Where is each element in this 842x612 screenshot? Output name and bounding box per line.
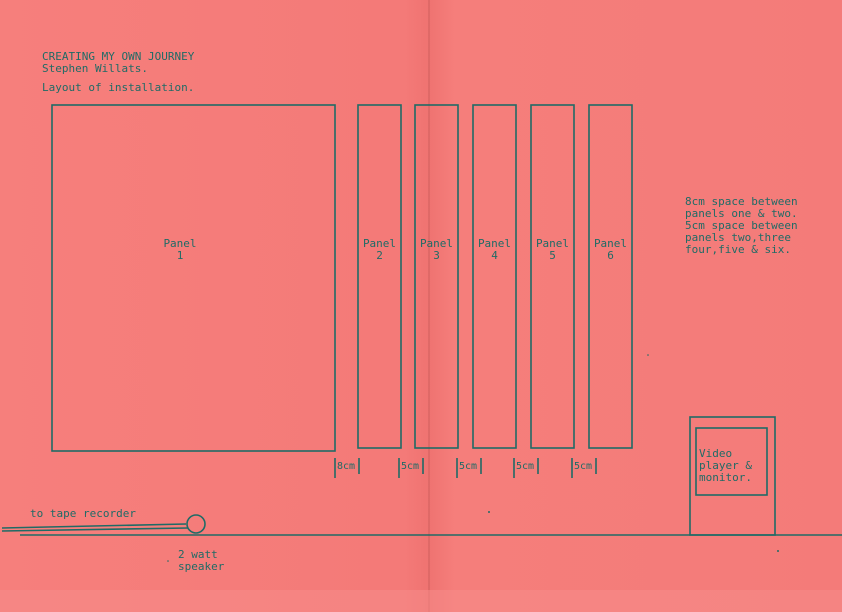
speaker-circle <box>186 514 206 534</box>
paper-bottom-edge <box>0 590 842 612</box>
speaker-label-line-1: 2 watt <box>178 548 218 561</box>
panel-6-number: 6 <box>607 249 614 262</box>
video-monitor-screen <box>695 427 768 496</box>
gap-label-3-4: 5cm <box>459 461 478 472</box>
speaker-label-line-2: speaker <box>178 560 225 573</box>
gap-label-5-6: 5cm <box>574 461 593 472</box>
cable-upper <box>1 523 187 529</box>
panel-2-number: 2 <box>376 249 383 262</box>
paper-fold <box>428 0 430 612</box>
cable-lower <box>1 527 189 532</box>
panel-4-word: Panel <box>477 237 512 250</box>
paper-specks <box>167 354 779 562</box>
document-title: CREATING MY OWN JOURNEY <box>42 50 195 63</box>
panel-2-outline <box>357 104 402 449</box>
panel-5-outline <box>530 104 575 449</box>
panel-3-outline <box>414 104 459 449</box>
spacing-note-line-1: 8cm space between <box>685 195 798 208</box>
panel-4-label: Panel 4 <box>472 238 517 262</box>
panel-6-label: Panel 6 <box>588 238 633 262</box>
gap-ticks <box>334 458 597 478</box>
spacing-note-line-4: panels two,three <box>685 231 791 244</box>
tape-recorder-label: to tape recorder <box>30 507 136 520</box>
document-subtitle: Layout of installation. <box>42 81 195 94</box>
gap-label-4-5: 5cm <box>516 461 535 472</box>
video-label-line-2: player & <box>699 459 752 472</box>
gap-label-1-2: 8cm <box>337 461 356 472</box>
panel-3-label: Panel 3 <box>414 238 459 262</box>
panel-5-number: 5 <box>549 249 556 262</box>
panel-3-word: Panel <box>419 237 454 250</box>
panel-6-word: Panel <box>593 237 628 250</box>
panel-2-word: Panel <box>362 237 397 250</box>
artist-name: Stephen Willats. <box>42 62 148 75</box>
video-label-line-3: monitor. <box>699 471 752 484</box>
spacing-note-line-5: four,five & six. <box>685 243 791 256</box>
panel-5-label: Panel 5 <box>530 238 575 262</box>
panel-1-number: 1 <box>176 249 184 262</box>
spacing-note-line-3: 5cm space between <box>685 219 798 232</box>
panel-4-number: 4 <box>491 249 498 262</box>
video-label-line-1: Video <box>699 447 733 460</box>
panel-1-outline <box>51 104 336 452</box>
panel-6-outline <box>588 104 633 449</box>
panel-1-label: Panel 1 <box>140 238 220 262</box>
panel-3-number: 3 <box>433 249 440 262</box>
gap-label-2-3: 5cm <box>401 461 420 472</box>
panel-4-outline <box>472 104 517 449</box>
panel-1-word: Panel <box>163 237 197 250</box>
spacing-note-line-2: panels one & two. <box>685 207 798 220</box>
panel-5-word: Panel <box>535 237 570 250</box>
panel-2-label: Panel 2 <box>357 238 402 262</box>
